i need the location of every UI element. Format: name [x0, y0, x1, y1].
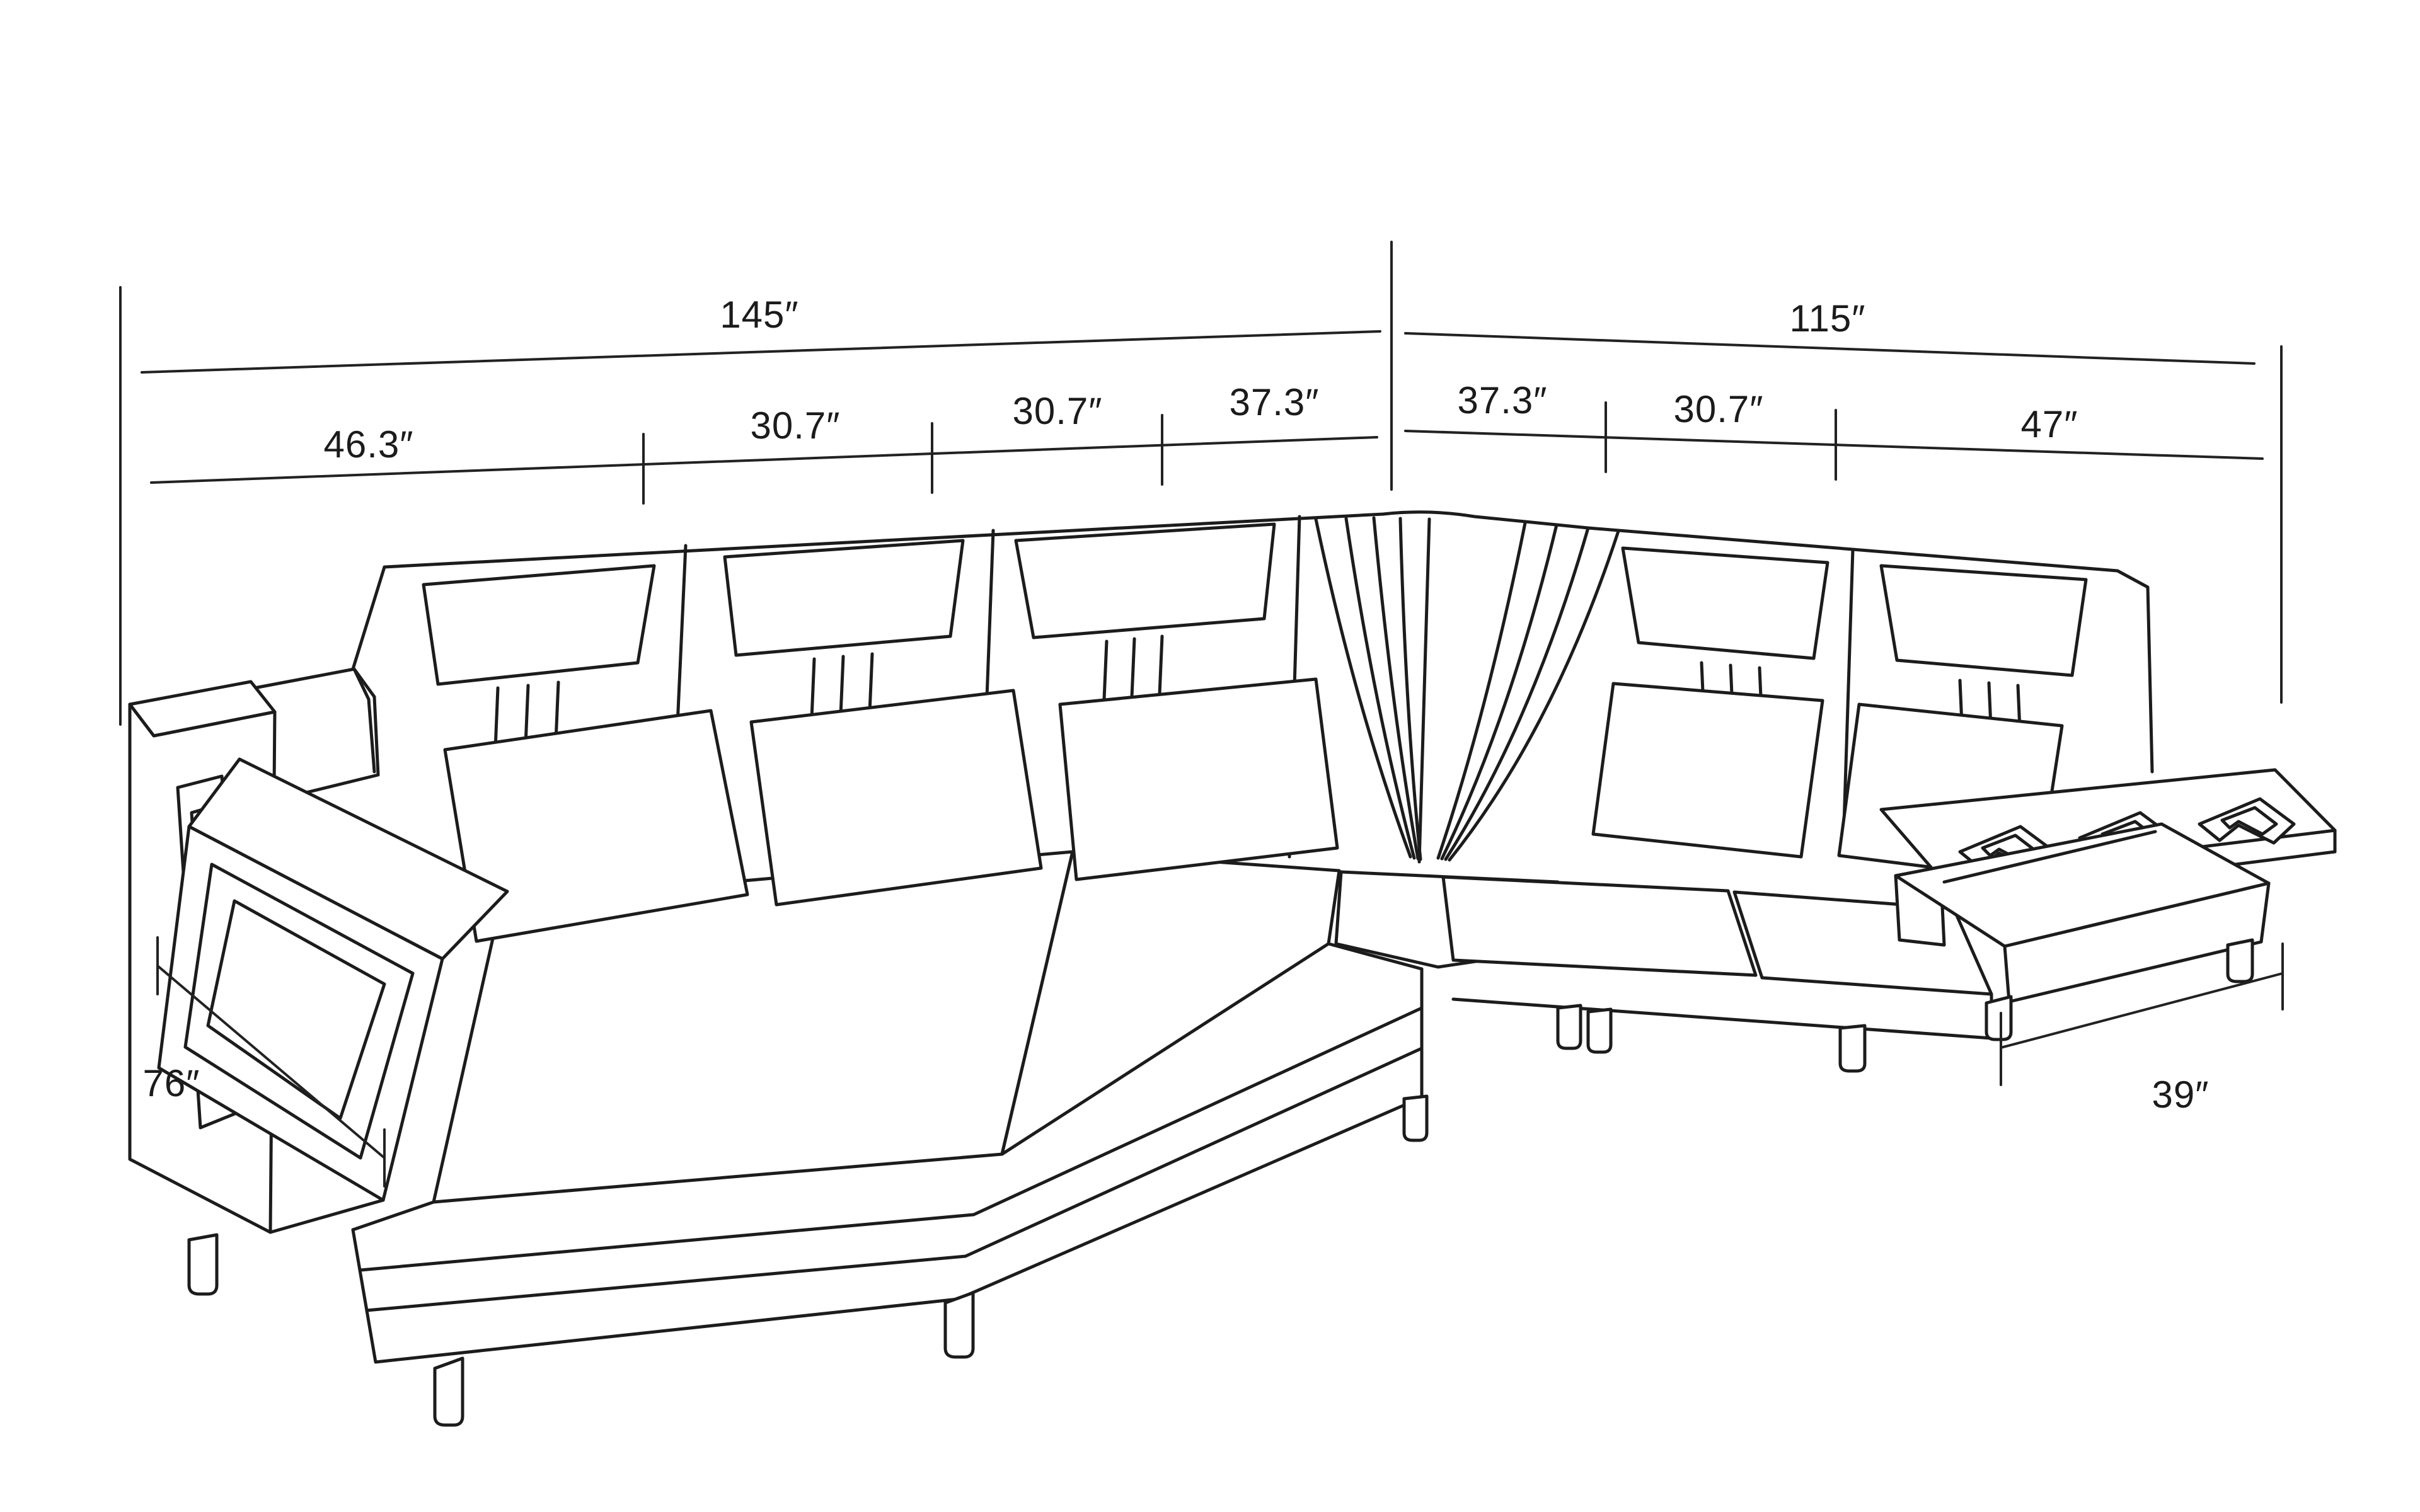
dim-label-total-right: 115″ — [1790, 297, 1866, 340]
left-base — [351, 942, 1424, 1364]
leg — [187, 1233, 219, 1296]
dim-line-segments-right — [1404, 430, 2264, 460]
leg — [433, 1356, 464, 1427]
base-stripe — [365, 1046, 1424, 1312]
dim-line-depth-left — [156, 965, 386, 1159]
dim-line-total-right — [1404, 332, 2256, 365]
dimension-annotations: 145″ 46.3″ 30.7″ 30.7″ 37.3″ 115″ 37.3″ … — [119, 241, 2284, 1188]
pillow-2 — [749, 689, 1043, 907]
headrest-4 — [1621, 546, 1829, 660]
console-slot-2 — [206, 899, 386, 1120]
dim-label-seg-right-2: 30.7″ — [1673, 388, 1763, 430]
base-stripe — [359, 1006, 1424, 1272]
back-top-edge — [383, 510, 2154, 774]
headrest-5 — [1879, 564, 2088, 677]
shelf-cavity-edge — [1942, 830, 2157, 884]
dim-label-seg-left-4: 37.3″ — [1229, 381, 1319, 423]
leg — [1586, 1007, 1613, 1054]
leg — [943, 1291, 975, 1359]
leg — [1402, 1094, 1429, 1142]
leg — [1838, 1024, 1867, 1073]
leg — [1556, 1004, 1582, 1050]
pillow-3 — [1058, 677, 1339, 881]
left-front-console — [157, 757, 509, 1202]
dim-label-total-left: 145″ — [720, 294, 798, 336]
dim-line-total-left — [141, 330, 1381, 374]
corner-seam — [1417, 517, 1431, 864]
left-backrests — [422, 515, 1301, 878]
chevron-slot-group — [2198, 797, 2296, 845]
dim-label-depth-left: 76″ — [143, 1062, 200, 1104]
right-base — [1451, 992, 1993, 1040]
dim-label-seg-right-3: 47″ — [2021, 403, 2078, 445]
dim-label-seg-left-3: 30.7″ — [1012, 390, 1102, 432]
leg — [1985, 995, 2013, 1041]
pleats — [493, 634, 1164, 750]
headrest-1 — [422, 564, 656, 686]
sofa-line-art — [128, 510, 2337, 1427]
seam-4-5 — [1841, 547, 1855, 846]
corner-fan-pleats — [1314, 516, 1620, 864]
shelf-front — [2003, 881, 2271, 1004]
leg — [2226, 938, 2254, 983]
back-left-edge — [351, 565, 386, 671]
dim-line-segments-left — [150, 436, 1378, 484]
right-seat-1 — [1441, 875, 1758, 977]
dim-label-depth-right: 39″ — [2152, 1074, 2210, 1116]
dim-line-depth-right — [2000, 972, 2284, 1049]
headrest-2 — [723, 539, 965, 657]
right-backrests — [1621, 546, 2088, 846]
dim-label-seg-left-1: 46.3″ — [323, 423, 413, 466]
dim-label-seg-right-1: 37.3″ — [1457, 379, 1547, 421]
right-arm-assembly — [1879, 768, 2337, 1041]
legs — [433, 1004, 1867, 1427]
dim-label-seg-left-2: 30.7″ — [750, 404, 840, 447]
pillows — [443, 677, 2064, 943]
pillow-4 — [1591, 682, 1824, 859]
headrest-3 — [1014, 522, 1276, 639]
